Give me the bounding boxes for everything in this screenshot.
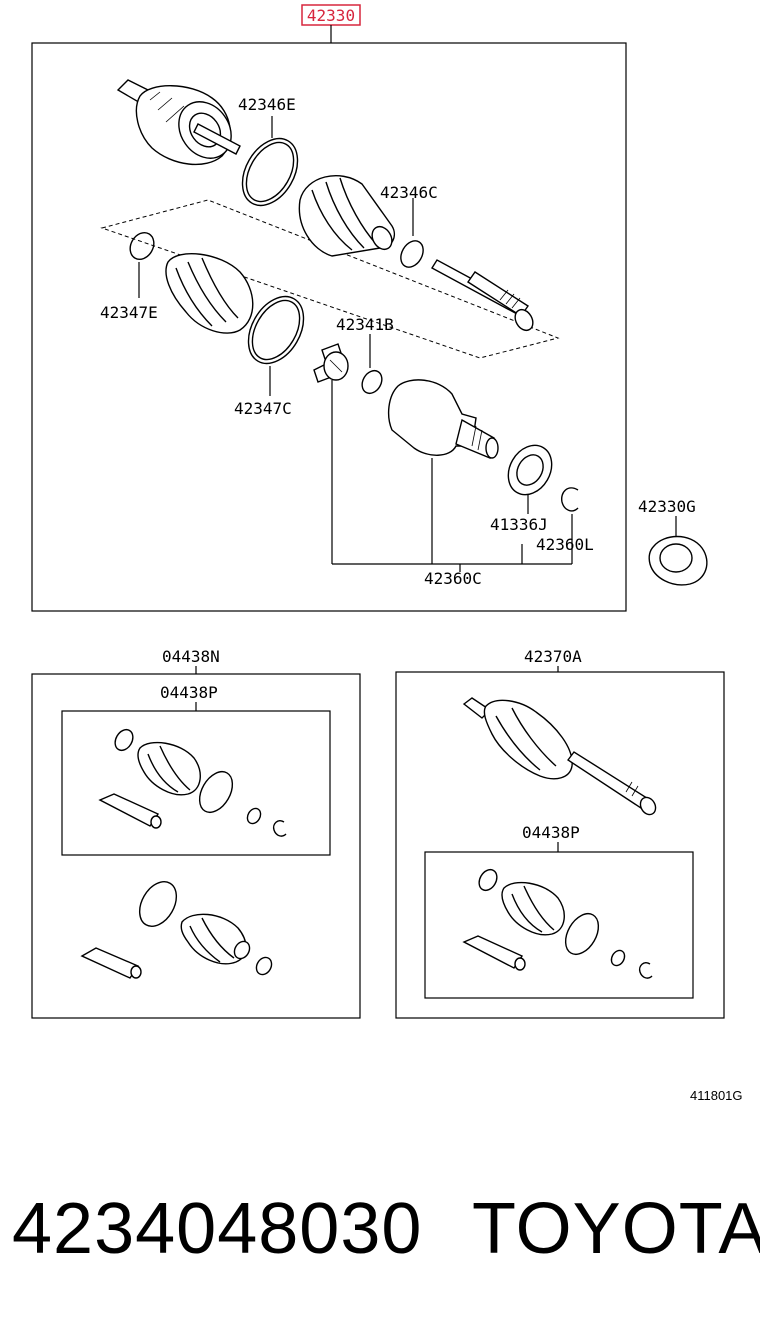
kit-inner-left-parts	[98, 728, 287, 837]
snap-ring-42360L	[561, 487, 579, 512]
label-42346C[interactable]: 42346C	[380, 183, 438, 202]
box-04438P-left	[61, 710, 331, 856]
tripod-spider	[313, 343, 349, 383]
main-frame	[31, 42, 627, 612]
parts-diagram: 42330 42346E 42346C 423	[31, 4, 725, 1019]
inner-group-outline	[100, 199, 560, 359]
clamp-ring-42347E	[129, 231, 155, 261]
part-number: 4234048030	[12, 1189, 423, 1269]
label-42347C[interactable]: 42347C	[234, 399, 292, 418]
clamp-ring-42347C	[247, 295, 305, 365]
label-42341B[interactable]: 42341B	[336, 315, 394, 334]
label-04438N[interactable]: 04438N	[162, 647, 220, 666]
label-04438P-left[interactable]: 04438P	[160, 683, 218, 702]
assembly-label[interactable]: 42330	[307, 6, 355, 25]
label-42347E[interactable]: 42347E	[100, 303, 158, 322]
box-42370A	[395, 671, 725, 1019]
label-42346E[interactable]: 42346E	[238, 95, 296, 114]
dust-seal-41336J	[507, 444, 553, 496]
label-42330G[interactable]: 42330G	[638, 497, 696, 516]
snap-ring-42341B	[361, 369, 383, 395]
clamp-ring-42346E	[241, 137, 299, 207]
label-42360L[interactable]: 42360L	[536, 535, 594, 554]
outer-joint-assembly-parts	[462, 697, 657, 816]
bearing-42330G	[648, 535, 708, 586]
outer-cv-joint	[116, 79, 241, 166]
label-04438P-right[interactable]: 04438P	[522, 823, 580, 842]
kit-outer-left-parts	[80, 881, 273, 979]
kit-inner-right-parts	[462, 868, 653, 979]
brand-name: TOYOTA	[472, 1189, 760, 1269]
label-41336J[interactable]: 41336J	[490, 515, 548, 534]
label-42360C[interactable]: 42360C	[424, 569, 482, 588]
inner-boot	[165, 253, 254, 334]
drive-shaft	[431, 259, 534, 332]
outer-boot-42346C	[298, 175, 396, 257]
label-42370A[interactable]: 42370A	[524, 647, 582, 666]
small-clamp-outer	[400, 240, 424, 268]
box-04438P-right	[424, 851, 694, 999]
box-04438N	[31, 673, 361, 1019]
drawing-code: 411801G	[690, 1088, 743, 1103]
inner-joint-housing	[387, 379, 499, 459]
